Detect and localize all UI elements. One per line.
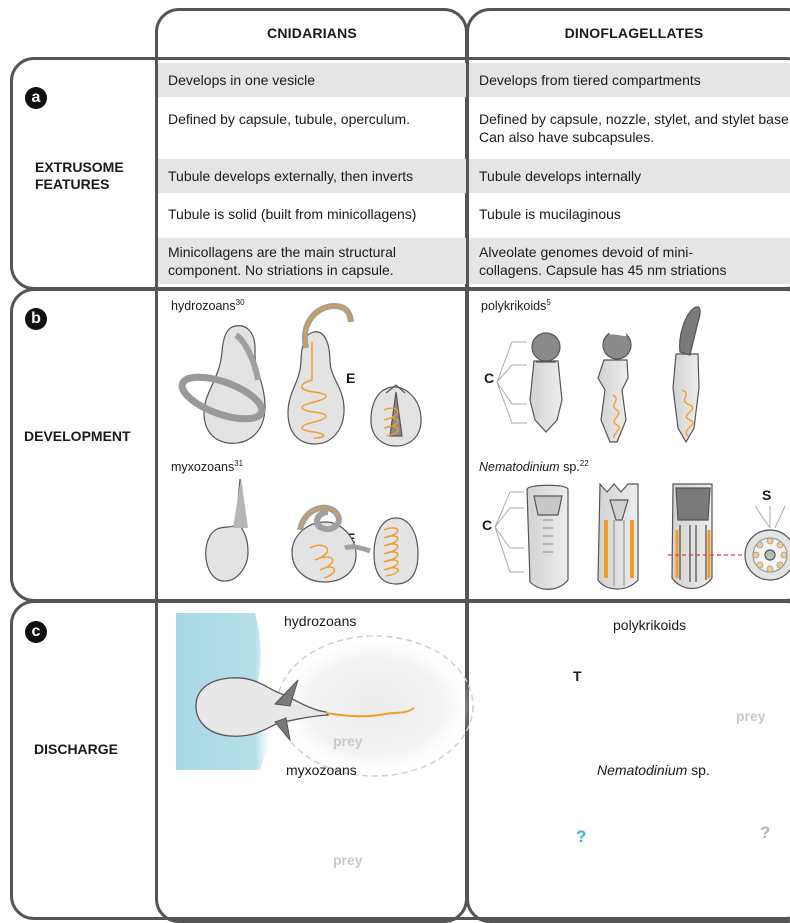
- polykrikoid-stage-3: [673, 307, 700, 442]
- hydrozoan-stage-2: [288, 306, 351, 444]
- polykrikoid-brackets: [497, 342, 527, 423]
- hydrozoan-stage-1: [177, 326, 267, 444]
- nematodinium-discharge-label: Nematodinium sp.: [597, 762, 710, 778]
- myxozoan-stage-3: [374, 518, 418, 584]
- myxozoans-discharge-label: myxozoans: [286, 762, 357, 778]
- hydrozoans-discharge-label: hydrozoans: [284, 613, 356, 629]
- myxozoan-stage-1: [206, 478, 248, 581]
- unknown-marker-left: ?: [576, 827, 586, 847]
- nematodinium-cross-section: [745, 506, 790, 580]
- prey-label-myxozoan: prey: [333, 852, 363, 868]
- unknown-marker-right: ?: [760, 823, 770, 843]
- polykrikoid-stage-1: [530, 333, 562, 432]
- polykrikoids-discharge-label: polykrikoids: [613, 617, 686, 633]
- hydrozoan-stage-3: [371, 385, 421, 446]
- prey-label-hydrozoan: prey: [333, 733, 363, 749]
- polykrikoid-stage-2: [598, 330, 631, 442]
- prey-label-polykrikoid: prey: [736, 708, 766, 724]
- hydrozoan-discharge: [176, 613, 473, 776]
- nematodinium-stage-1: [527, 485, 568, 589]
- nematodinium-stage-2: [598, 484, 638, 589]
- myxozoan-stage-2: [292, 508, 370, 582]
- nematodinium-brackets: [495, 492, 524, 572]
- marker-t: T: [573, 668, 582, 684]
